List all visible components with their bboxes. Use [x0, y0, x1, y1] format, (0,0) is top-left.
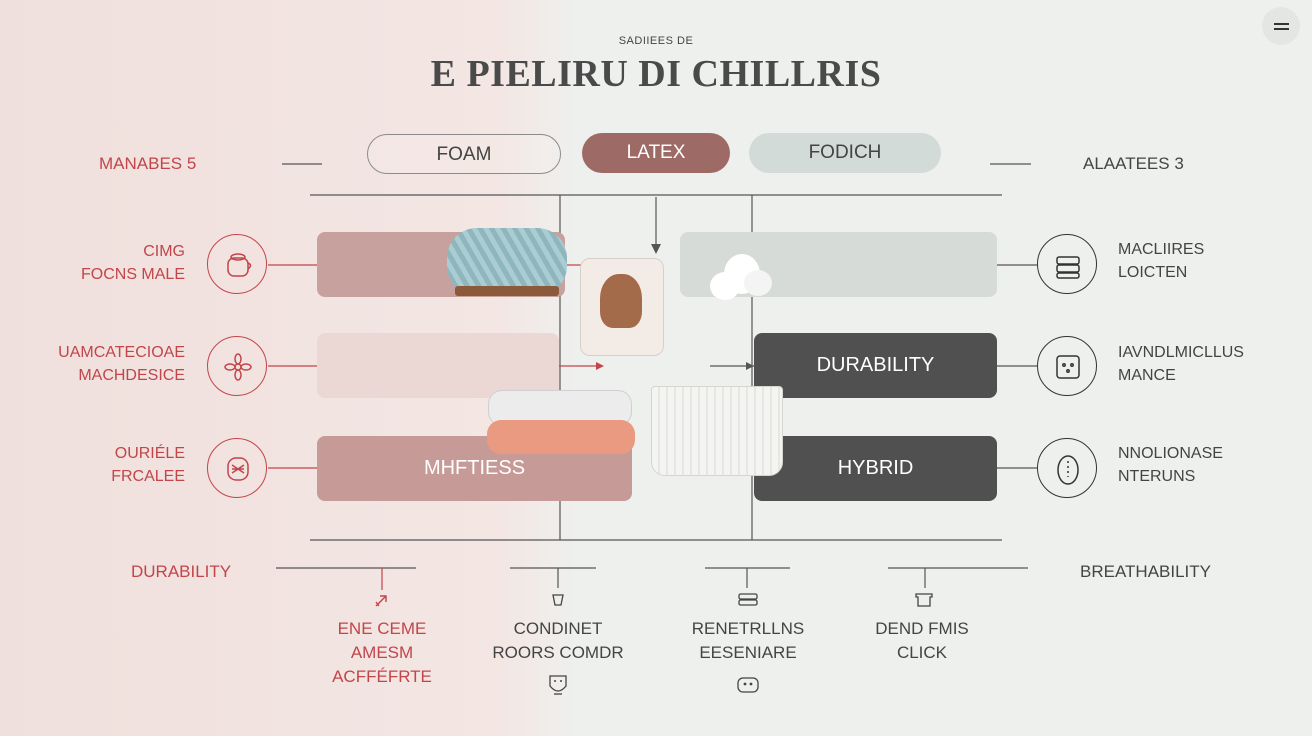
mattress-bar: MHFTIESS	[317, 436, 632, 501]
latex-bar	[317, 333, 559, 398]
right-section-header: ALAATEES 3	[1083, 154, 1184, 173]
footer-column: DEND FMIS CLICK	[875, 619, 969, 662]
right-item-label: IAVNDLMICLLUS MANCE	[1118, 344, 1244, 384]
page-title: E PIELIRU DI CHILLRIS	[430, 53, 882, 95]
mattress-image	[651, 386, 783, 476]
knit-pillow-image	[447, 228, 567, 296]
right-item-label: NNOLIONASE NTERUNS	[1118, 445, 1223, 485]
flower-icon	[207, 336, 267, 396]
tab-latex[interactable]: LATEX	[582, 133, 730, 173]
left-section-header: MANABES 5	[99, 154, 197, 173]
footer-column: CONDINET ROORS COMDR	[492, 619, 624, 662]
tab-fodich[interactable]: FODICH	[749, 133, 941, 173]
cloud-image	[710, 252, 772, 302]
cross-stitch-icon	[207, 438, 267, 498]
basket-small-icon	[913, 589, 935, 609]
pot-small-icon	[548, 589, 568, 609]
page-subtitle: SADIIEES DE	[618, 35, 694, 47]
pot-icon	[207, 234, 267, 294]
oval-icon	[1037, 438, 1097, 498]
hybrid-bar: HYBRID	[754, 436, 997, 501]
layers-icon	[1037, 234, 1097, 294]
left-item-label: CIMG FOCNS MALE	[80, 243, 185, 283]
left-item-label: UAMCATECIOAE MACHDESICE	[58, 344, 185, 384]
arrow-icon	[372, 590, 392, 610]
knit-pillow-base	[455, 286, 559, 296]
footer-left-label: DURABILITY	[131, 562, 232, 581]
footer-column: ENE CEME AMESM ACFFÉFRTE	[332, 619, 432, 686]
stack-small-icon	[737, 589, 759, 609]
face-icon	[546, 672, 570, 698]
pillow-coral	[487, 420, 635, 454]
footer-right-label: BREATHABILITY	[1080, 562, 1211, 581]
dog-figure	[600, 274, 642, 328]
menu-icon[interactable]	[1262, 7, 1300, 45]
footer-column: RENETRLLNS EESENIARE	[691, 619, 805, 662]
box-icon	[1037, 336, 1097, 396]
right-item-label: MACLIIRES LOICTEN	[1118, 241, 1205, 281]
durability-bar: DURABILITY	[754, 333, 997, 398]
left-item-label: OURIÉLE FRCALEE	[111, 445, 185, 485]
bag-icon	[735, 672, 761, 696]
tab-foam[interactable]: FOAM	[367, 134, 561, 174]
